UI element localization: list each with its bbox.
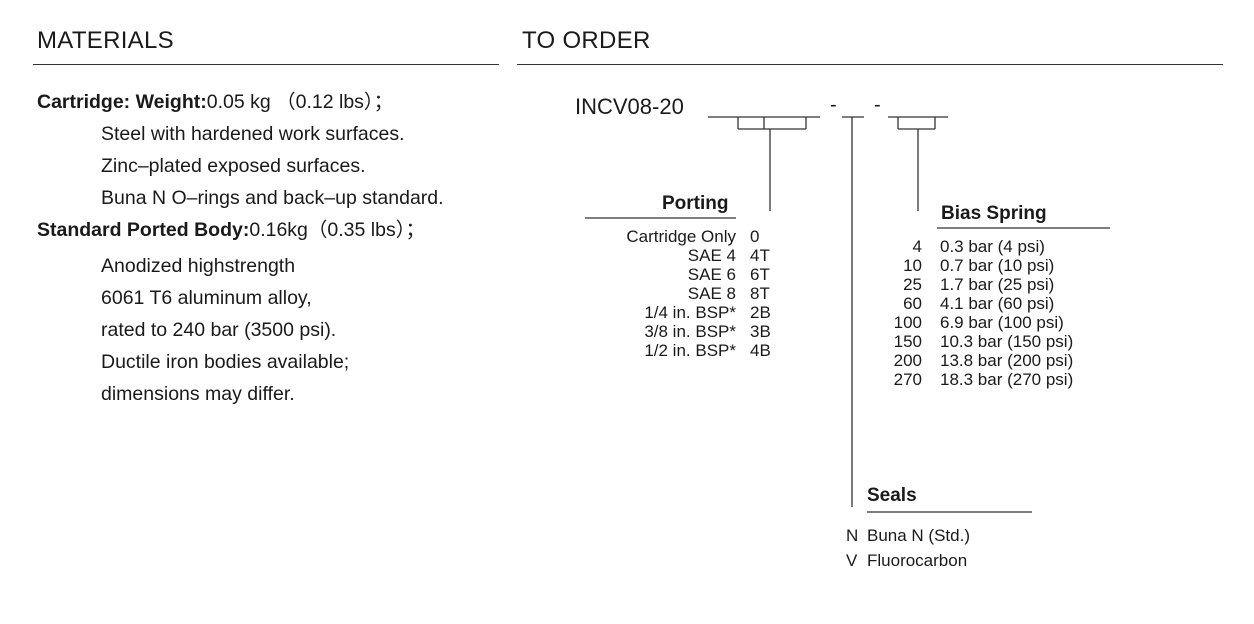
body-line-4: Ductile iron bodies available; (101, 351, 350, 373)
separator-1: - (830, 94, 837, 116)
cartridge-line-3: Buna N O–rings and back–up standard. (101, 187, 444, 209)
body-line-3: rated to 240 bar (3500 psi). (101, 319, 337, 341)
porting-row: 1/4 in. BSP*2B (644, 303, 771, 322)
body-label: Standard Ported Body: (37, 219, 250, 241)
cartridge-weight: 0.05 kg （0.12 lbs）； (206, 91, 394, 113)
cartridge-label: Cartridge: Weight: (37, 91, 207, 113)
bias-spring-title: Bias Spring (941, 203, 1047, 224)
materials-rule (33, 64, 499, 65)
porting-row: 3/8 in. BSP*3B (644, 322, 771, 341)
body-weight: 0.16kg（0.35 lbs）； (249, 219, 425, 241)
porting-title: Porting (662, 193, 729, 214)
body-line-5: dimensions may differ. (101, 383, 295, 405)
cartridge-line-2: Zinc–plated exposed surfaces. (101, 155, 366, 177)
body-line-1: Anodized highstrength (101, 255, 296, 277)
order-heading: TO ORDER (522, 27, 651, 54)
seals-title: Seals (867, 485, 917, 506)
body-line-2: 6061 T6 aluminum alloy, (101, 287, 312, 309)
model-code: INCV08-20 (575, 94, 684, 119)
porting-row: 1/2 in. BSP*4B (644, 341, 771, 360)
order-rule (517, 64, 1223, 65)
cartridge-weight-line: Cartridge: Weight:0.05 kg （0.12 lbs）； (37, 86, 393, 118)
materials-heading: MATERIALS (37, 27, 174, 54)
body-weight-line: Standard Ported Body:0.16kg（0.35 lbs）； (37, 214, 425, 246)
cartridge-line-1: Steel with hardened work surfaces. (101, 123, 405, 145)
separator-2: - (874, 94, 881, 116)
